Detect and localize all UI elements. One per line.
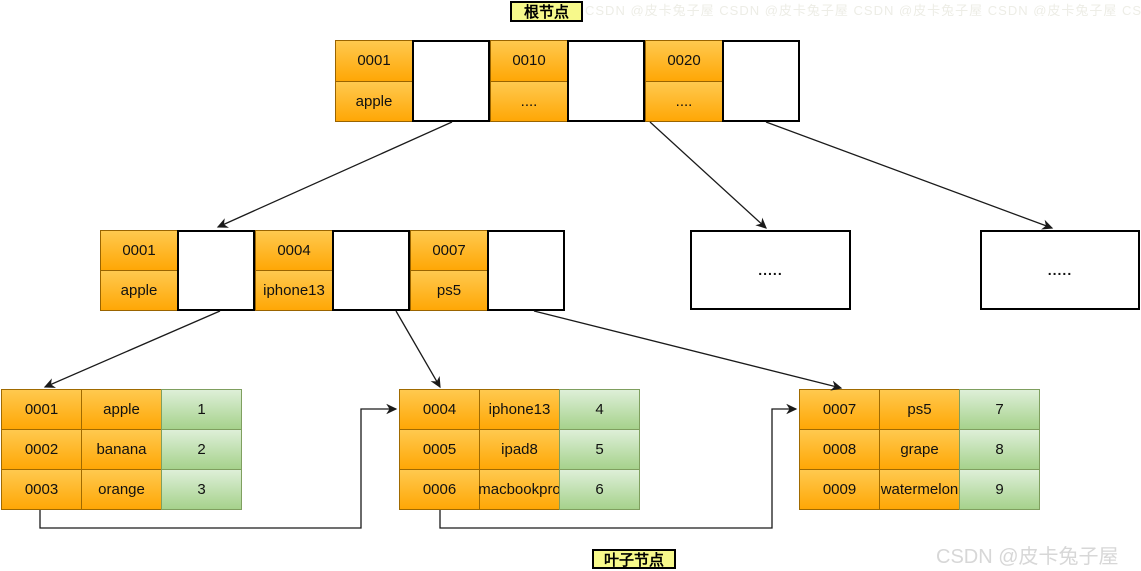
leaf-value-cell: 2: [161, 429, 242, 470]
node-value: ....: [645, 80, 723, 122]
leaf-node-label: 叶子节点: [592, 549, 676, 569]
leaf-value-cell: 7: [959, 389, 1040, 430]
node-pointer-cell: [487, 230, 565, 311]
leaf-id-cell: 0006: [399, 469, 480, 510]
node-key: 0010: [490, 40, 568, 82]
node-pointer-cell: [332, 230, 410, 311]
node-key-cell: 0010....: [490, 40, 568, 122]
node-value: apple: [335, 80, 413, 122]
node-pointer-cell: [567, 40, 645, 122]
leaf-name-cell: orange: [81, 469, 162, 510]
node-key-cell: 0020....: [645, 40, 723, 122]
leaf-id-cell: 0008: [799, 429, 880, 470]
leaf-id-cell: 0007: [799, 389, 880, 430]
arrow-root-to-ellipsis-left: [649, 121, 767, 229]
leaf-id-cell: 0005: [399, 429, 480, 470]
arrow-root-to-internal: [216, 121, 453, 228]
leaf-name-cell: iphone13: [479, 389, 560, 430]
node-key: 0007: [410, 230, 488, 271]
leaf-id-cell: 0002: [1, 429, 82, 470]
leaf-name-cell: apple: [81, 389, 162, 430]
csdn-watermark: CSDN @皮卡兔子屋: [936, 546, 1119, 568]
node-value: apple: [100, 270, 178, 311]
node-value: ps5: [410, 270, 488, 311]
leaf-id-cell: 0004: [399, 389, 480, 430]
node-key: 0001: [100, 230, 178, 271]
leaf-node-label-text: 叶子节点: [603, 551, 664, 569]
arrow-root-to-ellipsis-right: [765, 121, 1054, 230]
node-pointer-cell: [412, 40, 490, 122]
root-node-label-text: 根节点: [523, 4, 569, 21]
ellipsis-node-left: .....: [690, 230, 851, 310]
leaf-value-cell: 9: [959, 469, 1040, 510]
leaf-name-cell: ipad8: [479, 429, 560, 470]
node-value: ....: [490, 80, 568, 122]
arrow-internal-to-leaf3: [533, 310, 843, 391]
leaf-value-cell: 8: [959, 429, 1040, 470]
leaf-value-cell: 5: [559, 429, 640, 470]
leaf-name-cell: banana: [81, 429, 162, 470]
top-watermark-strip: CSDN @皮卡兔子屋 CSDN @皮卡兔子屋 CSDN @皮卡兔子屋 CSDN…: [585, 3, 1141, 16]
arrow-internal-to-leaf2: [395, 310, 441, 389]
leaf-name-cell: grape: [879, 429, 960, 470]
leaf-name-cell: ps5: [879, 389, 960, 430]
ellipsis-text: .....: [1047, 262, 1073, 278]
ellipsis-text: .....: [758, 262, 783, 278]
ellipsis-node-right: .....: [980, 230, 1140, 310]
arrow-internal-to-leaf1: [43, 310, 221, 388]
leaf-value-cell: 1: [161, 389, 242, 430]
node-key: 0020: [645, 40, 723, 82]
leaf-value-cell: 3: [161, 469, 242, 510]
node-key: 0001: [335, 40, 413, 82]
leaf-name-cell: watermelon: [879, 469, 960, 510]
leaf-id-cell: 0009: [799, 469, 880, 510]
node-value: iphone13: [255, 270, 333, 311]
leaf-id-cell: 0001: [1, 389, 82, 430]
leaf-name-cell: macbookpro: [478, 469, 561, 510]
leaf-value-cell: 4: [559, 389, 640, 430]
root-node-label: 根节点: [510, 1, 583, 22]
leaf-value-cell: 6: [559, 469, 640, 510]
leaf-id-cell: 0003: [1, 469, 82, 510]
node-pointer-cell: [177, 230, 255, 311]
node-key: 0004: [255, 230, 333, 271]
node-pointer-cell: [722, 40, 800, 122]
